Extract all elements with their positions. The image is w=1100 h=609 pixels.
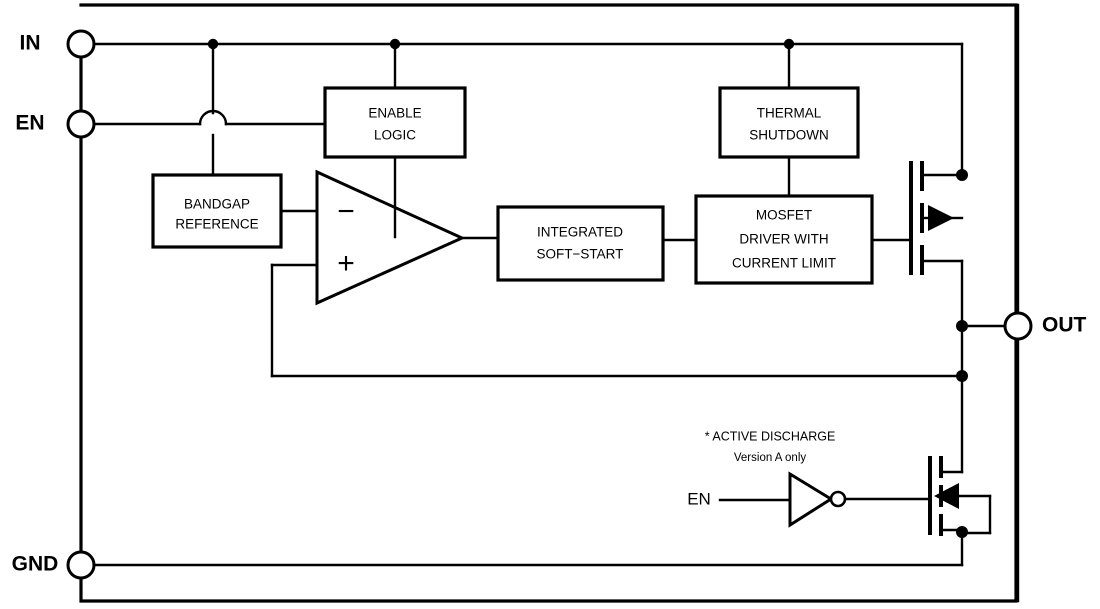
pin-circle-out[interactable] (1003, 311, 1033, 341)
en-inline-label: EN (687, 489, 711, 508)
block-label-line: BANDGAP (184, 197, 250, 212)
block-label-line: MOSFET (756, 208, 812, 223)
inverter-bubble (829, 490, 847, 508)
discharge-nmos-transistor[interactable] (928, 456, 992, 567)
block-label-line: CURRENT LIMIT (732, 256, 836, 271)
block-label-line: INTEGRATED (537, 225, 623, 240)
pin-circle-in[interactable] (66, 29, 96, 59)
pin-label-en: EN (15, 112, 44, 135)
active-discharge-label: * ACTIVE DISCHARGE (705, 429, 836, 443)
pin-en[interactable]: EN (15, 109, 96, 139)
block-label-line: SOFT−START (537, 247, 624, 262)
feedback-wire (270, 263, 968, 382)
opamp-plus-sign: + (337, 247, 355, 280)
pin-circle-en[interactable] (66, 109, 96, 139)
out-node-wires (956, 3, 1020, 603)
device-outline (79, 3, 1018, 603)
junction-dot (956, 320, 968, 332)
in-rail-wire (92, 42, 964, 177)
nmos-body-arrow (934, 483, 959, 509)
wire-hop-crossover (92, 109, 327, 126)
block-bandgap-reference[interactable]: BANDGAP REFERENCE (151, 173, 283, 249)
pin-circle-gnd[interactable] (66, 550, 96, 580)
error-amplifier-symbol[interactable]: − + (315, 169, 466, 306)
active-discharge-note: * ACTIVE DISCHARGE Version A only (705, 429, 836, 464)
junction-dot (956, 526, 968, 538)
pin-label-out: OUT (1042, 314, 1087, 337)
junction-dot (207, 38, 219, 50)
block-label-line: THERMAL (757, 106, 822, 121)
pass-pmos-transistor[interactable] (909, 161, 964, 328)
block-integrated-soft-start[interactable]: INTEGRATED SOFT−START (496, 205, 665, 282)
junction-dot (783, 38, 795, 50)
block-enable-logic[interactable]: ENABLE LOGIC (323, 86, 467, 159)
block-label-line: ENABLE (368, 106, 421, 121)
en-inverter-symbol[interactable] (788, 471, 932, 528)
block-label-line: DRIVER WITH (739, 232, 828, 247)
opamp-minus-sign: − (337, 195, 355, 228)
block-label-line: REFERENCE (175, 217, 258, 232)
junction-dot (389, 38, 401, 50)
block-label-line: LOGIC (374, 128, 416, 143)
pmos-body-arrow (928, 205, 954, 231)
pin-label-in: IN (20, 32, 41, 55)
block-label-line: SHUTDOWN (749, 128, 829, 143)
pin-out[interactable]: OUT (1003, 311, 1087, 341)
pin-label-gnd: GND (12, 553, 59, 576)
pin-in[interactable]: IN (20, 29, 96, 59)
block-thermal-shutdown[interactable]: THERMAL SHUTDOWN (718, 86, 860, 159)
pin-gnd[interactable]: GND (12, 550, 96, 580)
block-mosfet-driver[interactable]: MOSFET DRIVER WITH CURRENT LIMIT (694, 194, 874, 285)
active-discharge-version-label: Version A only (734, 452, 806, 464)
